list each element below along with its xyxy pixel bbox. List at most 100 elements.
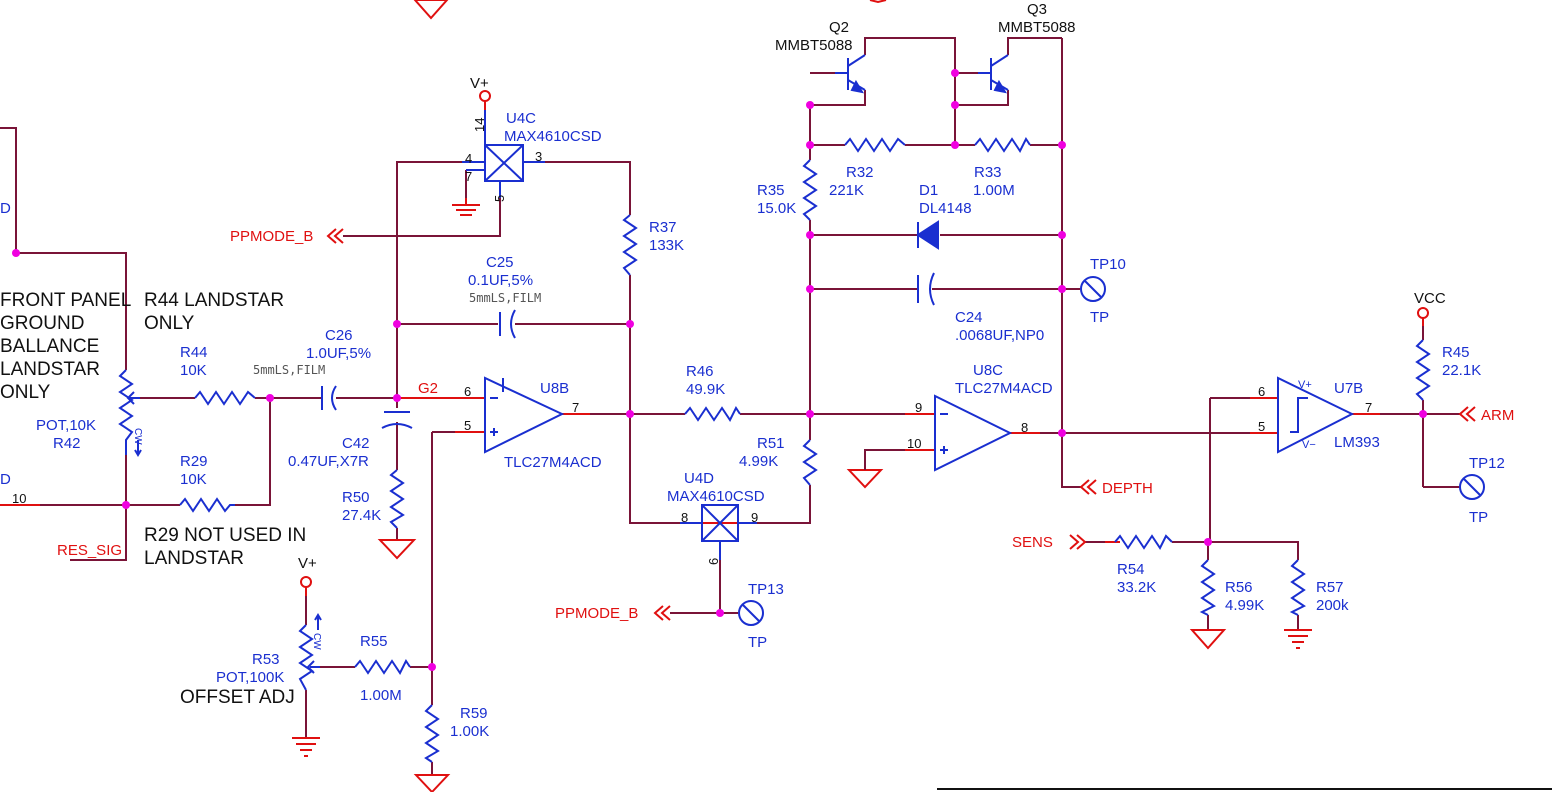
capacitors [321,272,935,429]
r57-symbol [1289,559,1306,616]
u8b-part: TLC27M4ACD [504,454,602,471]
left-pin10: 10 [12,491,26,506]
r37-ref: R37 [649,219,677,236]
r46-value: 49.9K [686,381,725,398]
u4c-symbol [462,110,545,198]
u7b-vplus: V+ [1298,379,1312,391]
r59-ref: R59 [460,705,488,722]
ppmode-b-bottom-label: PPMODE_B [555,605,638,622]
r45-symbol [1415,339,1431,401]
u8c-pin10: 10 [907,436,921,451]
front-panel-note-3: BALLANCE [0,336,99,357]
q2-symbol [835,54,866,94]
u8b-symbol [484,376,565,454]
left-d-bottom: D [0,471,11,488]
u8c-symbol [934,394,1013,472]
r53-symbol [298,624,314,691]
r51-value: 4.99K [739,453,778,470]
u4c-vplus-label: V+ [470,75,489,92]
depth-net-label: DEPTH [1102,480,1153,497]
c42-ref: C42 [342,435,370,452]
u4d-ref: U4D [684,470,714,487]
r42-symbol [118,369,134,455]
sens-net-label: SENS [1012,534,1053,551]
u7b-pin6: 6 [1258,384,1265,399]
r56-value: 4.99K [1225,597,1264,614]
gnd-earth-r57 [1284,629,1312,649]
r44-note-2: ONLY [144,313,195,334]
r32-symbol [844,137,906,153]
r54-value: 33.2K [1117,579,1156,596]
u8c-part: TLC27M4ACD [955,380,1053,397]
r29-note-2: LANDSTAR [144,548,244,569]
u4d-symbol [680,504,757,560]
r55-value: 1.00M [360,687,402,704]
u4c-pin7: 7 [465,169,472,184]
r37-value: 133K [649,237,684,254]
u8c-pin8: 8 [1021,420,1028,435]
r45-value: 22.1K [1442,362,1481,379]
r35-ref: R35 [757,182,785,199]
u4c-pin14: 14 [472,118,487,132]
r50-ref: R50 [342,489,370,506]
r42-cw-arrow [134,440,142,457]
component-labels: V+ 14 U4C MAX4610CSD 4 3 7 5 Q2 MMBT5088… [0,1,1505,740]
u4d-part: MAX4610CSD [667,488,765,505]
u4c-part: MAX4610CSD [504,128,602,145]
r50-symbol [389,469,405,529]
u4c-pin3: 3 [535,149,542,164]
gnd-u8c [846,469,884,489]
r42-value: POT,10K [36,417,96,434]
wires [0,37,1460,775]
gnd-r59 [413,774,451,792]
r51-symbol [802,439,818,486]
r29-value: 10K [180,471,207,488]
u7b-ref: U7B [1334,380,1363,397]
test-points [738,276,1485,626]
gnd-r50 [377,539,417,560]
q2-ref: Q2 [829,19,849,36]
tp12-sub: TP [1469,509,1488,526]
r50-value: 27.4K [342,507,381,524]
tp10-symbol [1080,276,1106,302]
r51-ref: R51 [757,435,785,452]
r53-wiper [306,660,320,674]
q3-part: MMBT5088 [998,19,1076,36]
c26-package: 5mmLS,FILM [253,363,325,377]
r55-ref: R55 [360,633,388,650]
r44-note-1: R44 LANDSTAR [144,290,284,311]
c24-symbol [917,272,935,306]
g2-net-label: G2 [418,380,438,397]
r42-ref: R42 [53,435,81,452]
ppmode-b-top-label: PPMODE_B [230,228,313,245]
u4c-ref: U4C [506,110,536,127]
q2-part: MMBT5088 [775,37,853,54]
r57-value: 200k [1316,597,1349,614]
r59-symbol [424,704,440,763]
r33-symbol [974,137,1031,153]
r29-ref: R29 [180,453,208,470]
c26-symbol [321,385,337,411]
vplus-u4c [479,90,491,102]
d1-part: DL4148 [919,200,972,217]
r53-value: POT,100K [216,669,284,686]
r59-value: 1.00K [450,723,489,740]
u8b-pin6: 6 [464,384,471,399]
tp13-sub: TP [748,634,767,651]
r46-symbol [684,406,741,422]
vcc-symbol [1417,307,1429,319]
r53-cw-arrow [314,613,322,630]
c25-symbol [499,309,516,339]
r35-value: 15.0K [757,200,796,217]
tp10-sub: TP [1090,309,1109,326]
c26-ref: C26 [325,327,353,344]
r54-symbol [1114,534,1173,550]
offset-adj-label: OFFSET ADJ [180,687,295,708]
tp13-symbol [738,600,764,626]
c24-ref: C24 [955,309,983,326]
q3-ref: Q3 [1027,1,1047,18]
gnd-r56 [1189,629,1227,650]
vplus-r53 [300,576,312,588]
d1-ref: D1 [919,182,938,199]
r55-symbol [354,659,411,675]
